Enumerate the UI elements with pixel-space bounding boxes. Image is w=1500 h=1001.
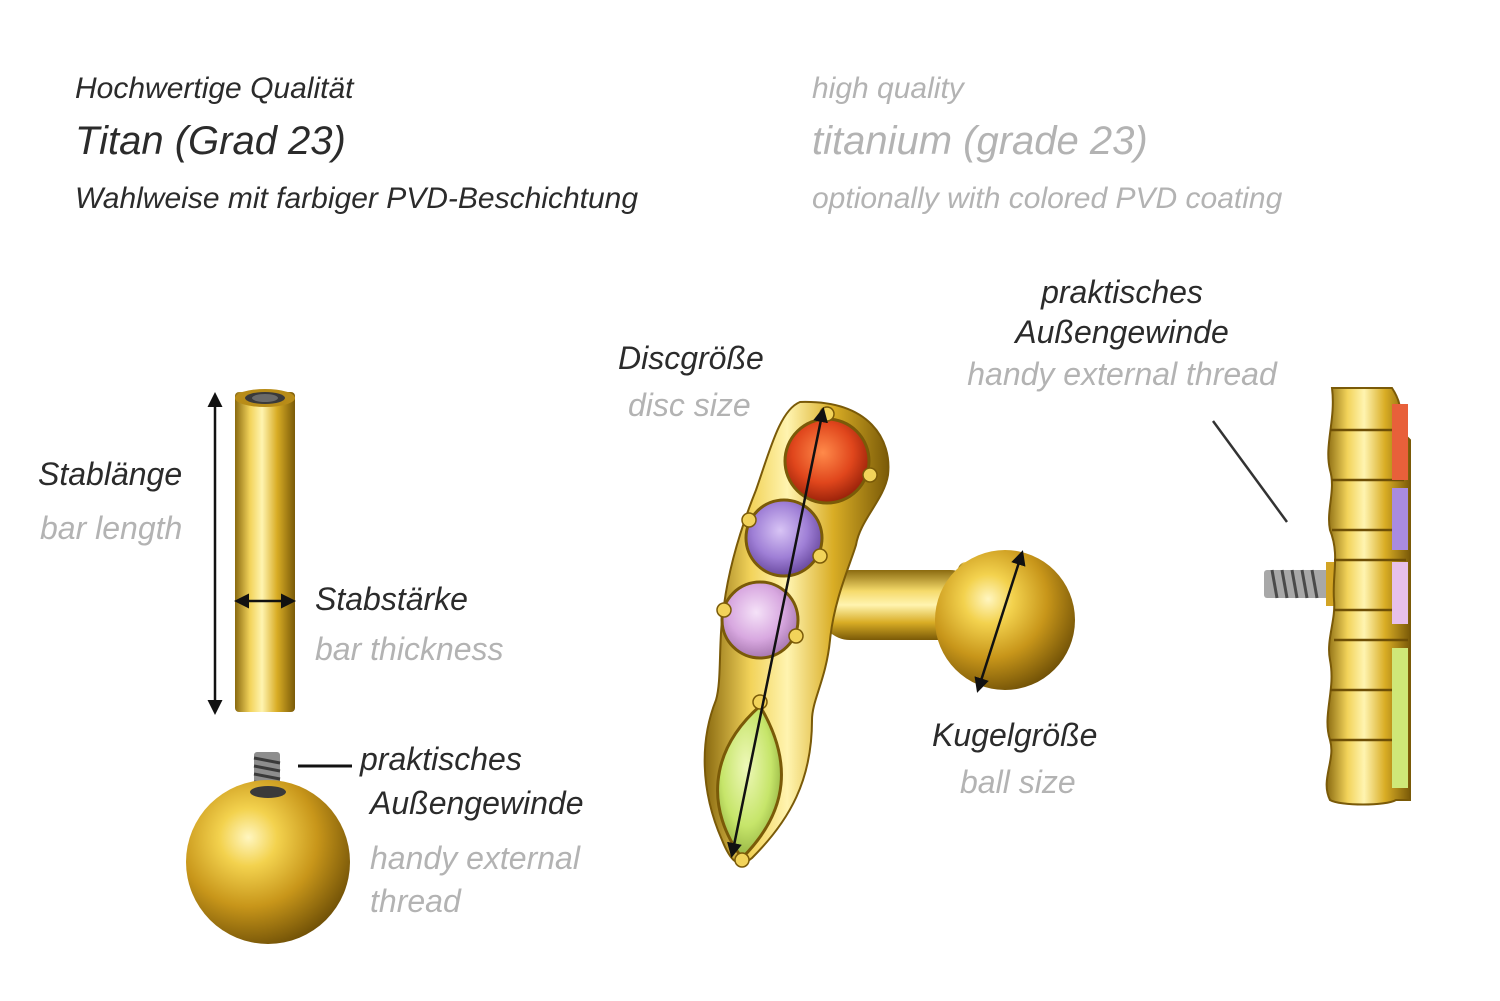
header-material-en: titanium (grade 23) bbox=[812, 119, 1148, 163]
top-thread-label-de-2: Außengewinde bbox=[1015, 314, 1229, 350]
bar-part bbox=[235, 389, 295, 712]
ball-thread-label-de-2: Außengewinde bbox=[370, 785, 584, 821]
ball-size-label-en: ball size bbox=[960, 764, 1076, 800]
ball-thread-label-de-1: praktisches bbox=[360, 741, 522, 777]
header-quality-en: high quality bbox=[812, 72, 964, 105]
bar-thickness-label-en: bar thickness bbox=[315, 631, 504, 667]
bar-length-label-en: bar length bbox=[40, 510, 183, 546]
ball-size-label-de: Kugelgröße bbox=[932, 717, 1098, 753]
side-view-part bbox=[1264, 387, 1411, 806]
ball-thread-label-en-1: handy external bbox=[370, 840, 580, 876]
ball-size-arrow bbox=[974, 550, 1026, 693]
bar-length-label-de: Stablänge bbox=[38, 456, 183, 492]
bar-thickness-label-de: Stabstärke bbox=[315, 581, 468, 617]
disc-size-arrow bbox=[727, 407, 828, 858]
header-material-de: Titan (Grad 23) bbox=[75, 119, 346, 163]
disc-size-label-de: Discgröße bbox=[618, 340, 764, 376]
header-coating-de: Wahlweise mit farbiger PVD-Beschichtung bbox=[75, 182, 639, 215]
header-quality-de: Hochwertige Qualität bbox=[75, 72, 354, 105]
top-thread-label-en: handy external thread bbox=[967, 356, 1277, 392]
top-thread-label-de-1: praktisches bbox=[1041, 274, 1203, 310]
disc-size-label-en: disc size bbox=[628, 387, 751, 423]
ball-thread-label-en-2: thread bbox=[370, 883, 461, 919]
header-coating-en: optionally with colored PVD coating bbox=[812, 182, 1283, 215]
side-thread-pointer bbox=[1211, 420, 1289, 523]
ball-part bbox=[186, 752, 350, 944]
